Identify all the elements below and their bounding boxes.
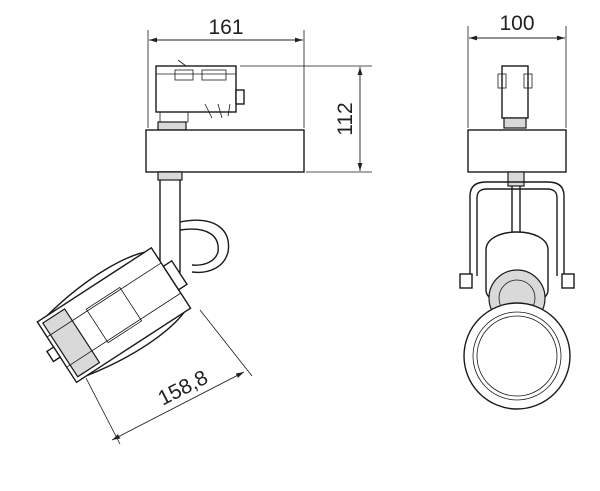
bracket-arm — [179, 219, 230, 274]
dim-label-112: 112 — [334, 102, 357, 135]
yoke — [469, 181, 565, 276]
lamp-head-tilted — [36, 246, 192, 384]
dim-label-100: 100 — [499, 12, 534, 35]
dim-line-158-8 — [111, 371, 245, 441]
front-view: 100 — [459, 12, 575, 410]
housing-side — [145, 129, 305, 173]
dim-label-161: 161 — [208, 16, 243, 39]
side-view: 161 112 158,8 — [36, 16, 372, 445]
front-adapter — [497, 65, 533, 129]
stem — [159, 171, 181, 273]
housing-front — [467, 129, 567, 173]
track-adapter — [155, 59, 245, 131]
lamp-head-front — [463, 231, 571, 410]
